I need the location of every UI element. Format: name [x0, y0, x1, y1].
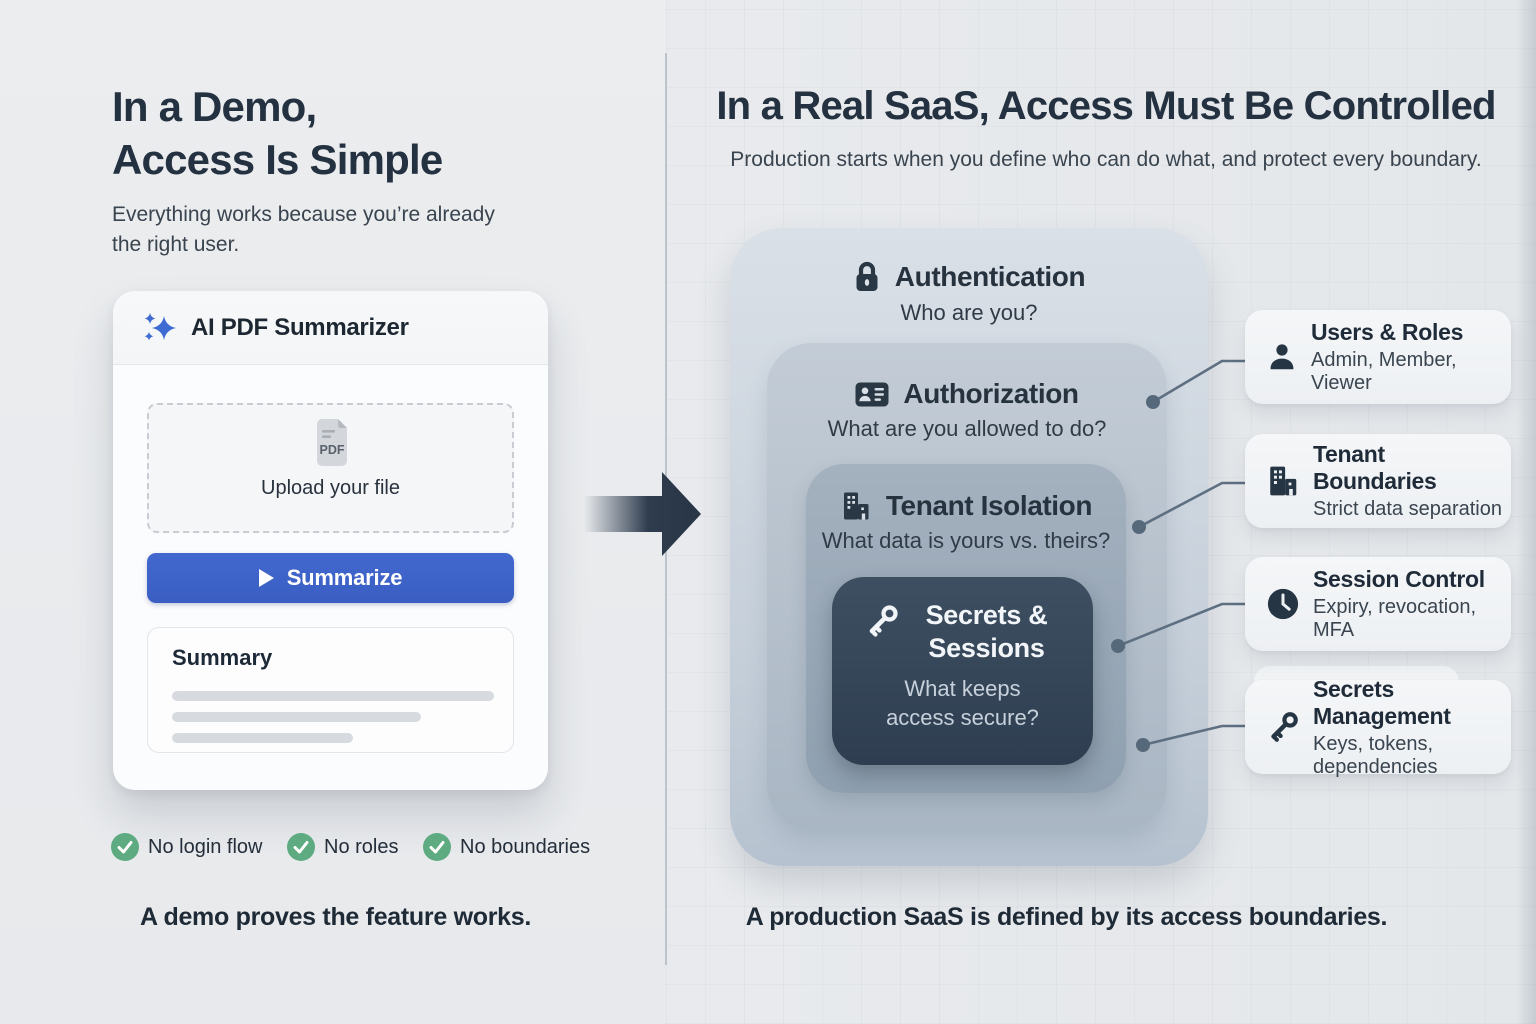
layer-tenant-isolation-header: Tenant Isolation What data is yours vs. … — [806, 490, 1126, 554]
callout-tenant-boundaries: Tenant Boundaries Strict data separation — [1245, 434, 1511, 528]
callout-users-roles: Users & Roles Admin, Member, Viewer — [1245, 310, 1511, 404]
key-icon — [869, 605, 898, 637]
play-icon — [258, 569, 274, 587]
upload-dropzone[interactable]: PDF Upload your file — [147, 403, 514, 533]
layer-title: Tenant Isolation — [885, 490, 1093, 521]
layer-question: What keeps access secure? — [886, 676, 1039, 730]
callout-subtitle: Keys, tokens, dependencies — [1313, 732, 1438, 778]
user-icon — [1270, 344, 1294, 370]
layer-question: Who are you? — [900, 300, 1038, 325]
clock-icon — [1267, 588, 1299, 620]
left-title-line1: In a Demo, — [112, 83, 317, 130]
summary-skeleton-line — [172, 712, 421, 722]
summarize-button-label: Summarize — [286, 565, 403, 590]
ai-sparkles-icon — [144, 312, 176, 340]
check-item-no-boundaries: No boundaries — [423, 833, 590, 861]
layer-title: Secrets & Sessions — [925, 600, 1048, 663]
layer-authorization-header: Authorization What are you allowed to do… — [767, 378, 1167, 442]
lock-icon — [856, 261, 878, 291]
left-caption: A demo proves the feature works. — [140, 903, 531, 931]
summary-output-box: Summary — [147, 627, 514, 753]
check-item-no-roles: No roles — [287, 833, 398, 861]
right-edge-shading — [1516, 0, 1536, 1024]
demo-card-header: AI PDF Summarizer — [113, 291, 548, 365]
layer-question: What data is yours vs. theirs? — [821, 528, 1111, 553]
summarize-button[interactable]: Summarize — [147, 553, 514, 603]
check-item-no-login-flow: No login flow — [111, 833, 263, 861]
check-label: No roles — [324, 835, 399, 858]
left-title-line2: Access Is Simple — [112, 136, 443, 183]
check-icon — [111, 833, 139, 861]
layer-secrets-sessions: Secrets & Sessions What keeps access sec… — [832, 577, 1093, 765]
callout-title: Secrets Management — [1313, 675, 1451, 729]
pdf-file-icon: PDF — [316, 419, 347, 466]
layer-title: Authorization — [903, 378, 1079, 409]
callout-secrets-management: Secrets Management Keys, tokens, depende… — [1245, 676, 1511, 778]
id-card-icon — [855, 382, 889, 406]
check-icon — [423, 833, 451, 861]
layer-title: Authentication — [894, 261, 1086, 292]
callout-subtitle: Strict data separation — [1313, 498, 1502, 520]
callout-subtitle: Admin, Member, Viewer — [1311, 349, 1457, 394]
left-title: In a Demo, Access Is Simple — [112, 80, 443, 186]
key-icon — [1271, 712, 1298, 742]
right-title: In a Real SaaS, Access Must Be Controlle… — [716, 84, 1496, 128]
check-label: No boundaries — [460, 835, 591, 858]
demo-app-card: AI PDF Summarizer PDF Upload your file S… — [113, 291, 548, 790]
upload-label: Upload your file — [261, 477, 400, 499]
callout-subtitle: Expiry, revocation, MFA — [1313, 596, 1477, 641]
building-icon — [1270, 466, 1297, 496]
callout-session-control: Session Control Expiry, revocation, MFA — [1245, 557, 1511, 651]
callout-title: Session Control — [1313, 566, 1485, 592]
pdf-badge-label: PDF — [319, 443, 344, 457]
right-caption: A production SaaS is defined by its acce… — [745, 903, 1388, 931]
summary-skeleton-line — [172, 691, 494, 701]
layer-question: What are you allowed to do? — [827, 416, 1107, 441]
callout-title: Tenant Boundaries — [1313, 441, 1437, 494]
callout-title: Users & Roles — [1311, 319, 1464, 345]
summary-title: Summary — [172, 645, 273, 670]
building-icon — [843, 492, 869, 520]
demo-card-title: AI PDF Summarizer — [191, 313, 409, 341]
right-subtitle: Production starts when you define who ca… — [730, 148, 1482, 171]
panel-divider — [665, 53, 667, 965]
check-label: No login flow — [148, 835, 263, 858]
left-subtitle: Everything works because you’re already … — [112, 203, 495, 256]
layer-authentication-header: Authentication Who are you? — [730, 260, 1208, 326]
summary-skeleton-line — [172, 733, 353, 743]
check-icon — [287, 833, 315, 861]
